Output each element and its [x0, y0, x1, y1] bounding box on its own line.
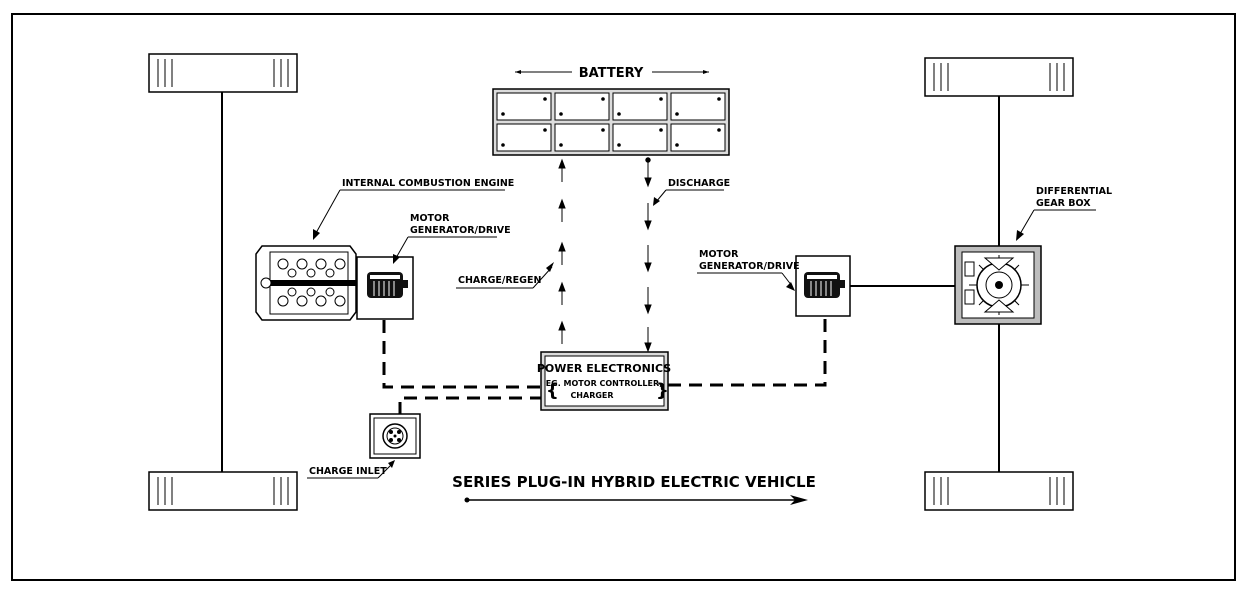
motor-right-label-2: GENERATOR/DRIVE	[699, 261, 800, 272]
charge-regen-label: CHARGE/REGEN	[458, 275, 541, 286]
battery-pack	[492, 88, 730, 156]
internal-combustion-engine	[255, 245, 358, 321]
power-electronics-sub2: CHARGER	[570, 391, 613, 400]
motor-right-callout: MOTOR GENERATOR/DRIVE	[697, 249, 800, 291]
motor-generator-right	[795, 255, 851, 317]
differential-label-1: DIFFERENTIAL	[1036, 186, 1112, 197]
charge-inlet-label: CHARGE INLET	[309, 466, 387, 477]
charge-inlet	[369, 413, 421, 459]
battery-label-group: BATTERY	[515, 66, 709, 81]
motor-left-label-1: MOTOR	[410, 213, 450, 224]
motor-left-label-2: GENERATOR/DRIVE	[410, 225, 511, 236]
power-electronics-sub1: EG. MOTOR CONTROLLER,	[546, 379, 663, 388]
brace-right: }	[656, 380, 669, 401]
wheel-rear-left	[148, 471, 298, 511]
differential-gear-box	[954, 245, 1042, 325]
charge-regen-callout: CHARGE/REGEN	[456, 262, 554, 289]
battery-label: BATTERY	[579, 66, 644, 81]
wheel-rear-right	[924, 471, 1074, 511]
power-electronics-box: POWER ELECTRONICS EG. MOTOR CONTROLLER, …	[537, 351, 671, 411]
motor-left-callout: MOTOR GENERATOR/DRIVE	[393, 213, 511, 264]
discharge-flow-arrows	[644, 157, 652, 353]
differential-label-2: GEAR BOX	[1036, 198, 1091, 209]
brace-left: {	[546, 380, 559, 401]
wheel-front-right	[924, 57, 1074, 97]
discharge-label: DISCHARGE	[668, 178, 730, 189]
motor-generator-left	[356, 256, 414, 320]
diagram-title-group: SERIES PLUG-IN HYBRID ELECTRIC VEHICLE	[452, 473, 816, 505]
motor-right-label-1: MOTOR	[699, 249, 739, 260]
wheel-front-left	[148, 53, 298, 93]
differential-callout: DIFFERENTIAL GEAR BOX	[1016, 186, 1112, 241]
charge-inlet-callout: CHARGE INLET	[307, 460, 395, 479]
diagram-title: SERIES PLUG-IN HYBRID ELECTRIC VEHICLE	[452, 473, 816, 491]
power-electronics-title: POWER ELECTRONICS	[537, 362, 671, 375]
discharge-callout: DISCHARGE	[653, 178, 730, 206]
electrical-connections	[382, 316, 827, 415]
ice-label: INTERNAL COMBUSTION ENGINE	[342, 178, 514, 189]
charge-flow-arrows	[558, 158, 566, 344]
ice-callout: INTERNAL COMBUSTION ENGINE	[313, 178, 514, 240]
